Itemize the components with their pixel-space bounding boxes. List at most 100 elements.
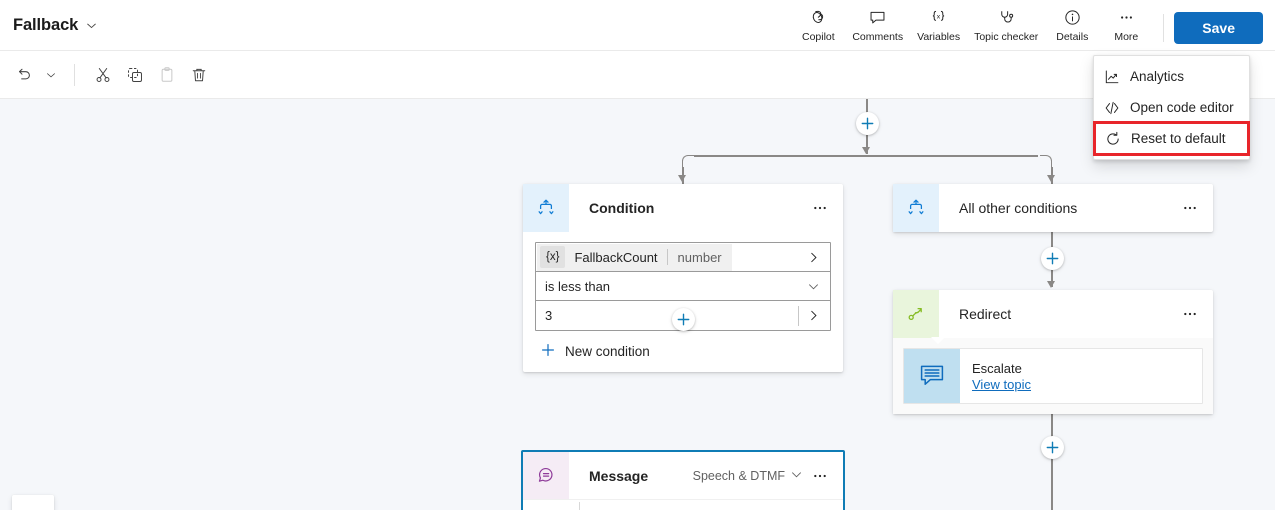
condition-branch-icon (893, 184, 939, 232)
add-node-button-aoc[interactable] (1041, 247, 1064, 270)
new-condition-button[interactable]: New condition (541, 343, 831, 360)
channel-selector[interactable]: Speech & DTMF (693, 468, 803, 484)
ellipsis-icon[interactable] (1177, 195, 1203, 221)
node-message-title: Message (589, 467, 649, 484)
menu-item-reset-to-default[interactable]: Reset to default (1093, 121, 1250, 156)
paste-button[interactable] (151, 59, 183, 91)
command-comments[interactable]: Comments (845, 5, 910, 43)
node-message[interactable]: Message Speech & DTMF (521, 450, 845, 510)
connector-arrow-right (1047, 175, 1055, 182)
edit-toolbar (0, 51, 1275, 99)
menu-item-open-code-editor-label: Open code editor (1130, 100, 1234, 115)
add-node-button-redirect[interactable] (1041, 436, 1064, 459)
condition-value-divider (798, 305, 799, 326)
command-comments-label: Comments (852, 30, 904, 43)
node-message-body (523, 499, 843, 510)
analytics-chart-icon (1104, 69, 1120, 85)
command-topic-checker[interactable]: Topic checker (967, 5, 1045, 43)
save-button[interactable]: Save (1174, 11, 1263, 44)
partial-node-card[interactable] (12, 495, 54, 510)
node-all-other-conditions-title: All other conditions (959, 200, 1078, 216)
node-condition[interactable]: Condition {x} FallbackCount (523, 184, 843, 372)
cut-button[interactable] (87, 59, 119, 91)
ellipsis-icon[interactable] (807, 463, 833, 489)
copilot-icon (809, 7, 828, 29)
connector-redirect-down-a (1051, 412, 1053, 425)
command-details-label: Details (1056, 30, 1089, 43)
chevron-down-icon (790, 468, 803, 484)
condition-value: 3 (545, 308, 553, 323)
add-node-button-condition[interactable] (672, 308, 695, 331)
command-variables[interactable]: x Variables (910, 5, 967, 43)
flow-canvas[interactable]: Condition {x} FallbackCount (0, 99, 1275, 510)
connector-aoc-down-b (1051, 270, 1053, 287)
node-all-other-conditions[interactable]: All other conditions (893, 184, 1213, 232)
chevron-down-icon[interactable] (85, 19, 98, 32)
redirect-topic-meta: Escalate View topic (960, 349, 1031, 403)
variable-pill[interactable]: {x} FallbackCount number (537, 243, 732, 271)
new-condition-label: New condition (565, 344, 650, 359)
comment-icon (868, 7, 887, 29)
node-redirect-header: Redirect (893, 290, 1213, 338)
menu-item-open-code-editor[interactable]: Open code editor (1094, 92, 1249, 123)
redirect-topic-card[interactable]: Escalate View topic (903, 348, 1203, 404)
condition-variable-row[interactable]: {x} FallbackCount number (536, 243, 830, 272)
message-bubble-icon (523, 452, 569, 499)
condition-operator-value: is less than (545, 278, 611, 294)
toolbar-divider (74, 63, 75, 86)
topic-message-icon (904, 349, 960, 403)
undo-button[interactable] (8, 59, 40, 91)
view-topic-link[interactable]: View topic (972, 376, 1032, 392)
ellipsis-icon (1117, 7, 1136, 29)
node-redirect-actions (1177, 290, 1213, 338)
ellipsis-icon[interactable] (807, 195, 833, 221)
connector-corner-left (682, 155, 694, 167)
command-copilot[interactable]: Copilot (791, 5, 845, 43)
node-message-actions: Speech & DTMF (693, 452, 843, 499)
menu-item-analytics-label: Analytics (1130, 69, 1185, 84)
node-message-header: Message Speech & DTMF (523, 452, 843, 499)
chevron-down-icon[interactable] (807, 280, 830, 293)
delete-button[interactable] (183, 59, 215, 91)
copy-button[interactable] (119, 59, 151, 91)
command-variables-label: Variables (917, 30, 961, 43)
connector-redirect-down-b (1051, 425, 1053, 510)
topic-title-text: Fallback (13, 15, 79, 34)
add-node-button-trunk[interactable] (856, 112, 879, 135)
variable-token-icon: {x} (540, 246, 566, 268)
menu-item-analytics[interactable]: Analytics (1094, 61, 1249, 92)
info-circle-icon (1063, 7, 1082, 29)
ellipsis-icon[interactable] (1177, 301, 1203, 327)
node-redirect-body: Escalate View topic (893, 337, 1213, 414)
header-command-bar: Copilot Comments x Vari (791, 0, 1275, 51)
variables-braces-icon: x (929, 7, 948, 29)
connector-arrow-left (678, 175, 686, 182)
node-all-other-conditions-actions (1177, 184, 1213, 232)
node-condition-actions (807, 184, 843, 232)
connector-trunk-mid (866, 135, 868, 154)
node-redirect-title: Redirect (959, 306, 1012, 322)
node-all-other-conditions-header: All other conditions (893, 184, 1213, 232)
chevron-right-icon[interactable] (807, 309, 830, 322)
command-topic-checker-label: Topic checker (974, 30, 1039, 43)
page-title[interactable]: Fallback (13, 16, 98, 35)
variable-divider (666, 249, 668, 265)
plus-icon (541, 343, 555, 360)
command-more[interactable]: More (1099, 5, 1153, 43)
undo-history-chevron-down-icon[interactable] (40, 59, 62, 91)
condition-branch-icon (523, 184, 569, 232)
node-condition-header: Condition (523, 184, 843, 232)
channel-label: Speech & DTMF (692, 468, 785, 483)
reset-refresh-icon (1105, 131, 1121, 147)
svg-text:x: x (937, 14, 941, 21)
stethoscope-icon (997, 7, 1016, 29)
condition-operator-row[interactable]: is less than (536, 272, 830, 301)
node-message-body-divider (579, 502, 580, 510)
chevron-right-icon[interactable] (807, 251, 830, 264)
more-overflow-menu: Analytics Open code editor Reset to defa… (1093, 55, 1250, 160)
command-details[interactable]: Details (1045, 5, 1099, 43)
code-brackets-icon (1104, 100, 1120, 116)
connector-arrow-redirect (1047, 281, 1055, 288)
node-redirect[interactable]: Redirect (893, 290, 1213, 414)
